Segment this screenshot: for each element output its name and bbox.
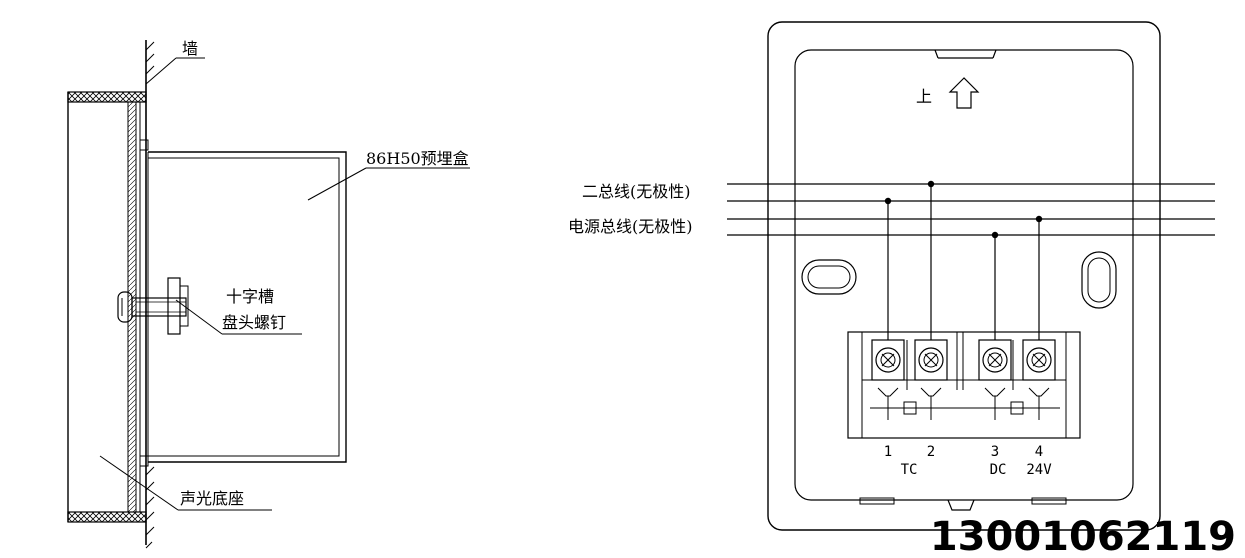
terminal-1-number: 1 <box>884 444 892 460</box>
bus-label: 二总线(无极性) <box>582 182 691 201</box>
terminal-4-number: 4 <box>1035 444 1043 460</box>
screw-label-line2: 盘头螺钉 <box>222 313 286 332</box>
embedded-box-86h50 <box>139 139 347 467</box>
terminal-2 <box>914 339 948 420</box>
outer-plate <box>767 21 1161 531</box>
up-label: 上 <box>916 87 932 106</box>
side-view: 墙 86H50预埋盒 十字槽 盘头螺钉 声光底座 <box>67 39 470 549</box>
screw-label-line1: 十字槽 <box>226 287 274 306</box>
group-tc-label: TC <box>901 462 918 478</box>
terminal-4 <box>1022 339 1056 420</box>
terminal-wires <box>884 180 1043 340</box>
base-label: 声光底座 <box>180 489 244 508</box>
terminal-3 <box>978 339 1012 420</box>
front-view: 上 二总线(无极性) 电源总线(无极性) <box>568 21 1215 531</box>
up-arrow-icon <box>948 77 980 109</box>
power-label: 电源总线(无极性) <box>568 217 693 236</box>
terminal-block <box>847 331 1081 439</box>
wall-label: 墙 <box>182 39 198 58</box>
power-bus-lines <box>727 218 1215 236</box>
phone-watermark: 13001062119 <box>930 514 1236 558</box>
terminal-1 <box>871 339 905 420</box>
inner-recess <box>794 49 1134 501</box>
two-wire-bus-lines <box>727 183 1215 202</box>
wall <box>145 40 155 549</box>
terminal-3-number: 3 <box>991 444 999 460</box>
group-dc-label: DC <box>990 462 1007 478</box>
mounting-slot-vertical <box>1081 251 1117 309</box>
cross-pan-head-screw <box>117 277 189 335</box>
box-label: 86H50预埋盒 <box>366 149 469 168</box>
terminal-2-number: 2 <box>927 444 935 460</box>
mounting-slot-horizontal <box>801 259 857 295</box>
sound-light-base-section <box>67 91 147 523</box>
group-24v-label: 24V <box>1026 462 1052 478</box>
